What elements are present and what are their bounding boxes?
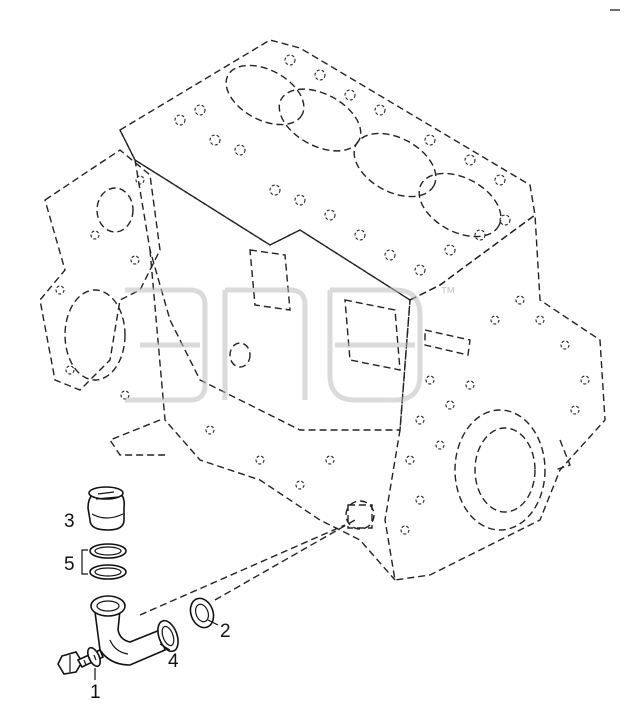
callout-label-3: 3 <box>64 511 75 532</box>
engine-block-outline <box>39 39 606 581</box>
bolt-icon <box>57 646 105 675</box>
assembly-leader-lines <box>139 519 356 616</box>
callout-label-4: 4 <box>168 651 179 672</box>
bracket-line <box>81 549 88 575</box>
callout-label-1: 1 <box>90 682 101 703</box>
callout-3: 3 <box>64 511 75 532</box>
watermark-logo: ™ <box>125 285 456 403</box>
callout-label-2: 2 <box>220 621 231 642</box>
cap-icon <box>87 486 126 531</box>
washer-icon <box>189 597 215 629</box>
trademark-mark: ™ <box>440 285 456 302</box>
o-ring-icon <box>89 543 127 580</box>
callout-1: 1 <box>90 668 101 703</box>
callout-2: 2 <box>207 619 231 642</box>
pipe-elbow-icon <box>90 595 179 666</box>
callout-5: 5 <box>64 549 88 575</box>
callout-4: 4 <box>159 643 179 672</box>
callout-label-5: 5 <box>64 554 75 575</box>
